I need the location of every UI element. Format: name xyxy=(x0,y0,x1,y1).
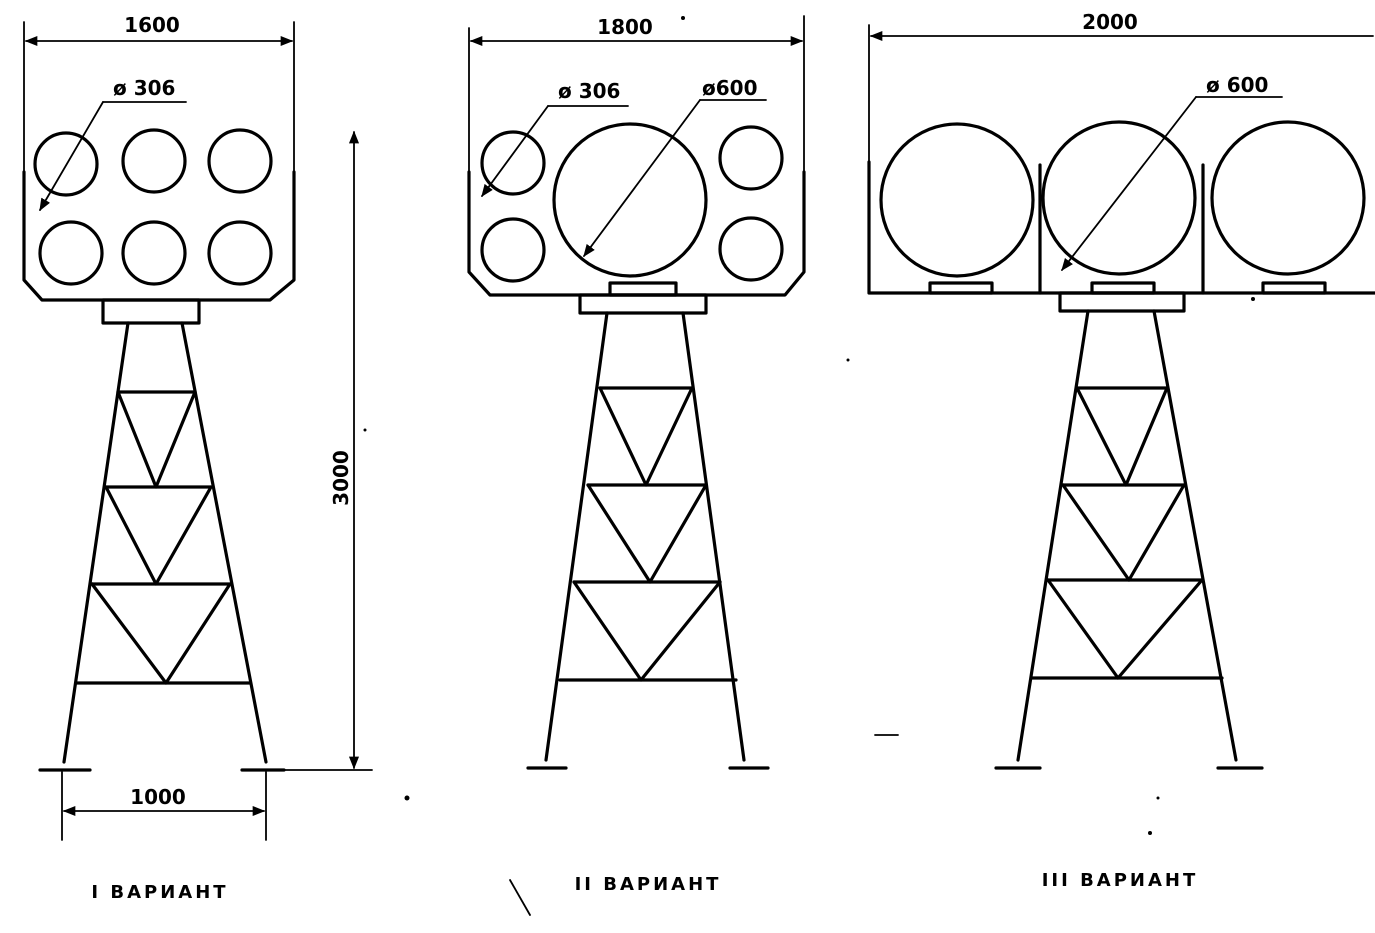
variant-3-turntable xyxy=(1058,291,1186,313)
variant-1-width-dimension: 1600 xyxy=(23,13,295,176)
base-dimension: 1000 xyxy=(61,771,267,841)
variant-3-caption: III ВАРИАНТ xyxy=(1042,870,1199,891)
large-tube xyxy=(1210,120,1366,276)
small-tube xyxy=(718,216,784,282)
variant-1-turntable xyxy=(101,298,201,325)
variant-1-diameter-dimension: ø 306 xyxy=(39,76,187,212)
large-tube xyxy=(552,122,708,278)
tube xyxy=(33,131,99,197)
variant-1-diameter-label: ø 306 xyxy=(113,76,175,100)
variant-3: 2000 ø 600 xyxy=(867,10,1375,891)
small-tube xyxy=(480,130,546,196)
variant-1: 1600 ø 306 xyxy=(22,13,373,903)
tube xyxy=(207,220,273,286)
tube xyxy=(121,128,187,194)
variant-2-small-diameter-label: ø 306 xyxy=(558,79,620,103)
variant-2-turntable xyxy=(578,293,708,315)
variant-3-width-label: 2000 xyxy=(1082,10,1138,34)
scan-noise xyxy=(363,16,1255,916)
variant-2: 1800 ø 306 ø600 xyxy=(467,15,806,895)
variant-2-caption: II ВАРИАНТ xyxy=(575,874,722,895)
variant-2-tower xyxy=(526,311,770,770)
variant-2-tubes xyxy=(480,122,784,283)
variant-3-container xyxy=(867,160,1375,295)
large-tube xyxy=(1041,120,1197,276)
variant-1-tower xyxy=(38,321,286,772)
height-label: 3000 xyxy=(329,450,353,506)
height-dimension: 3000 xyxy=(267,130,373,771)
small-tube xyxy=(480,217,546,283)
tube xyxy=(207,128,273,194)
variant-2-large-diameter-dimension: ø600 xyxy=(583,76,767,258)
variant-2-large-diameter-label: ø600 xyxy=(702,76,758,100)
variant-3-tubes xyxy=(879,120,1366,278)
variant-2-width-dimension: 1800 xyxy=(468,15,805,173)
tube xyxy=(121,220,187,286)
tube xyxy=(38,220,104,286)
variant-3-diameter-label: ø 600 xyxy=(1206,73,1268,97)
variant-2-width-label: 1800 xyxy=(597,15,653,39)
cradle xyxy=(928,281,994,295)
variant-2-cradle xyxy=(608,281,678,297)
cradle xyxy=(1261,281,1327,295)
variant-1-tube-grid xyxy=(33,128,273,286)
variant-3-tower xyxy=(994,309,1264,770)
base-label: 1000 xyxy=(130,785,186,809)
variant-1-caption: I ВАРИАНТ xyxy=(91,882,228,903)
large-tube xyxy=(879,122,1035,278)
small-tube xyxy=(718,125,784,191)
variant-3-diameter-dimension: ø 600 xyxy=(1061,73,1283,271)
variant-3-width-dimension: 2000 xyxy=(868,10,1374,166)
variant-1-width-label: 1600 xyxy=(124,13,180,37)
variant-2-small-diameter-dimension: ø 306 xyxy=(481,79,629,198)
